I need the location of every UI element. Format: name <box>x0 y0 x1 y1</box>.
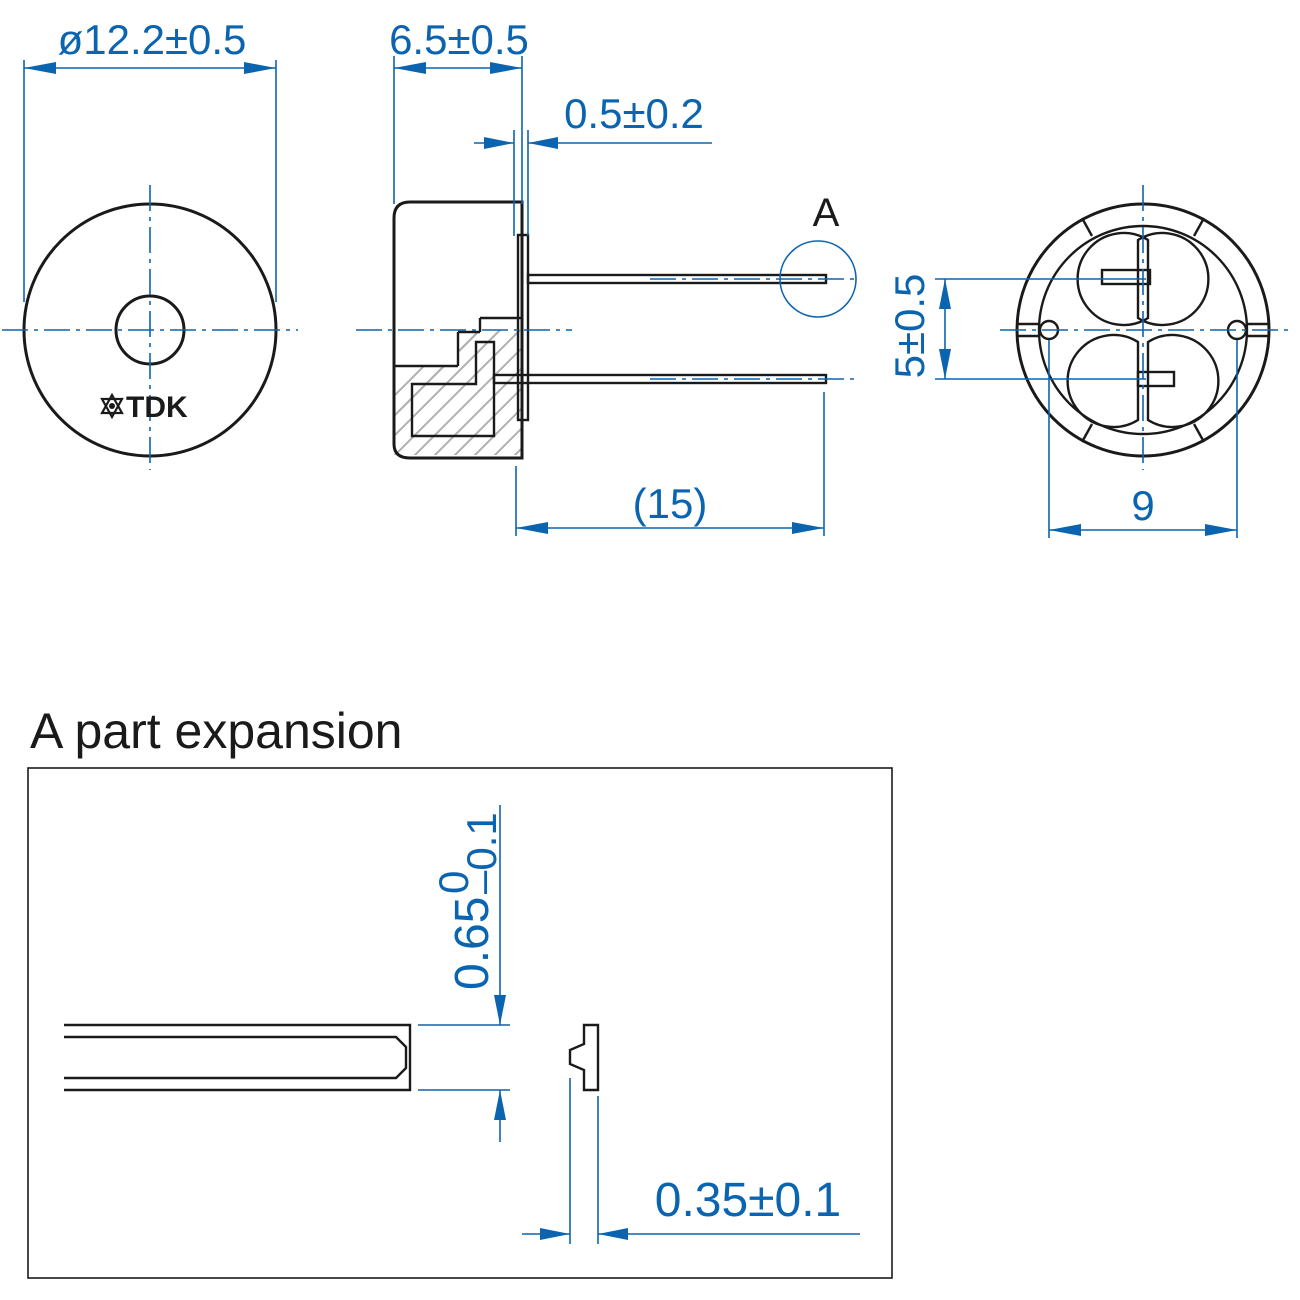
section-title: A part expansion <box>30 703 403 759</box>
front-view: TDK ø12.2±0.5 <box>2 16 298 470</box>
terminal-pad-lower <box>1066 333 1140 429</box>
terminal-pad-upper <box>1076 231 1150 327</box>
arrowhead <box>1205 524 1237 536</box>
arrowhead <box>494 1090 506 1120</box>
arrowhead <box>939 279 951 309</box>
width-label: 0.65 0 –0.1 <box>430 812 505 990</box>
terminal-pad-lower-arc <box>1146 333 1220 429</box>
rim-notches <box>1017 217 1269 443</box>
arrowhead <box>1049 524 1081 536</box>
arrowhead <box>494 995 506 1025</box>
lead-outline <box>64 1023 412 1092</box>
arrowhead <box>528 137 558 149</box>
lead-tip <box>568 1023 600 1092</box>
width-label-main: 0.65 <box>446 897 499 990</box>
back-flange <box>516 233 530 422</box>
detail-a-circle <box>779 240 857 318</box>
detail-a-marker: A <box>813 191 840 235</box>
arrowhead <box>484 137 514 149</box>
arrowhead <box>24 62 56 74</box>
inner-cavity <box>410 340 496 438</box>
arrowhead <box>244 62 276 74</box>
arrowhead <box>939 349 951 379</box>
width-label-sub: –0.1 <box>458 812 505 894</box>
tdk-logo: TDK <box>100 391 188 424</box>
terminal-pad-upper-arc <box>1136 231 1210 327</box>
flange-label: 0.5±0.2 <box>564 90 704 137</box>
arrowhead <box>516 522 548 534</box>
width-label-sup: 0 <box>430 871 477 894</box>
span-label: 9 <box>1131 482 1154 529</box>
arrowhead <box>598 1228 628 1240</box>
thickness-label: 0.35±0.1 <box>655 1174 842 1227</box>
detail-frame <box>27 767 893 1279</box>
arrowhead <box>792 522 824 534</box>
tdk-logo-text: TDK <box>126 391 188 424</box>
tdk-logo-icon <box>100 392 124 420</box>
detail-a-expansion: A part expansion 0.65 0 –0.1 0.35±0.1 <box>27 703 893 1279</box>
arrowhead <box>540 1228 570 1240</box>
lead-length-label: (15) <box>633 480 708 527</box>
height-label: 6.5±0.5 <box>389 16 529 63</box>
section-hatching <box>394 329 522 455</box>
lead-bevel <box>64 1035 408 1080</box>
pin-upper-tab <box>1100 268 1152 286</box>
diameter-label: ø12.2±0.5 <box>58 16 247 63</box>
side-view: A 6.5±0.5 0.5±0.2 (15) <box>356 16 860 536</box>
arrowhead <box>490 62 522 74</box>
arrowhead <box>394 62 426 74</box>
pitch-label: 5±0.5 <box>886 274 933 379</box>
back-view: 5±0.5 9 <box>886 185 1290 538</box>
buzzer-body-outline <box>392 200 524 460</box>
